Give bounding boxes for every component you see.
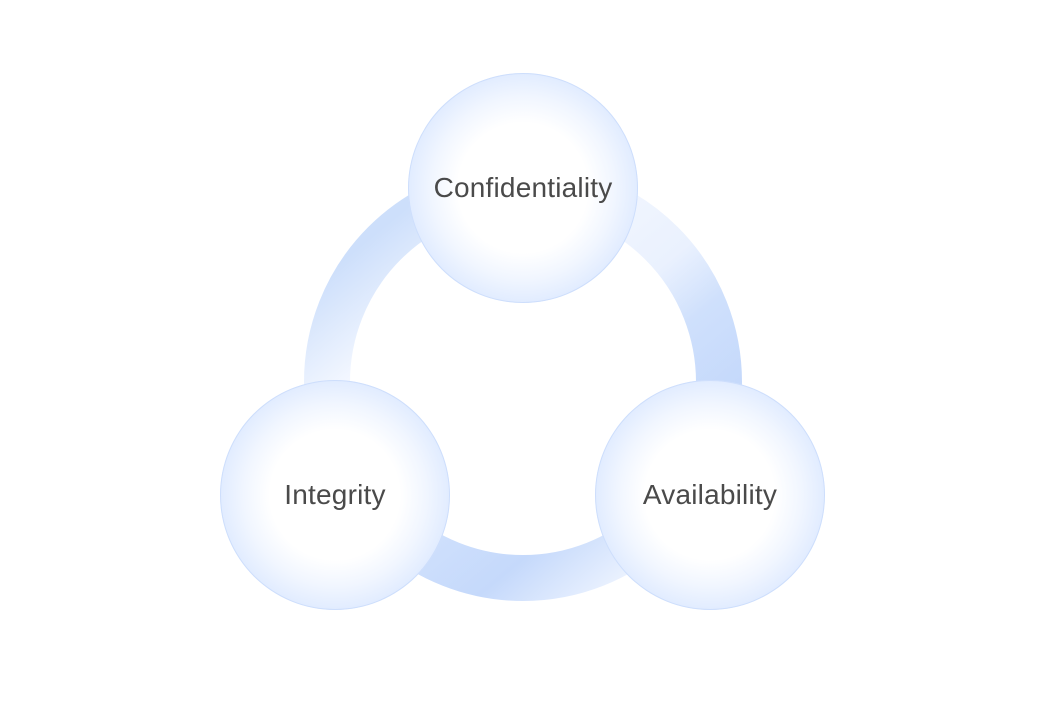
integrity-node: Integrity bbox=[220, 380, 450, 610]
availability-node: Availability bbox=[595, 380, 825, 610]
availability-label: Availability bbox=[642, 479, 778, 510]
confidentiality-label: Confidentiality bbox=[433, 172, 613, 203]
integrity-label: Integrity bbox=[284, 479, 386, 510]
confidentiality-node: Confidentiality bbox=[408, 73, 638, 303]
